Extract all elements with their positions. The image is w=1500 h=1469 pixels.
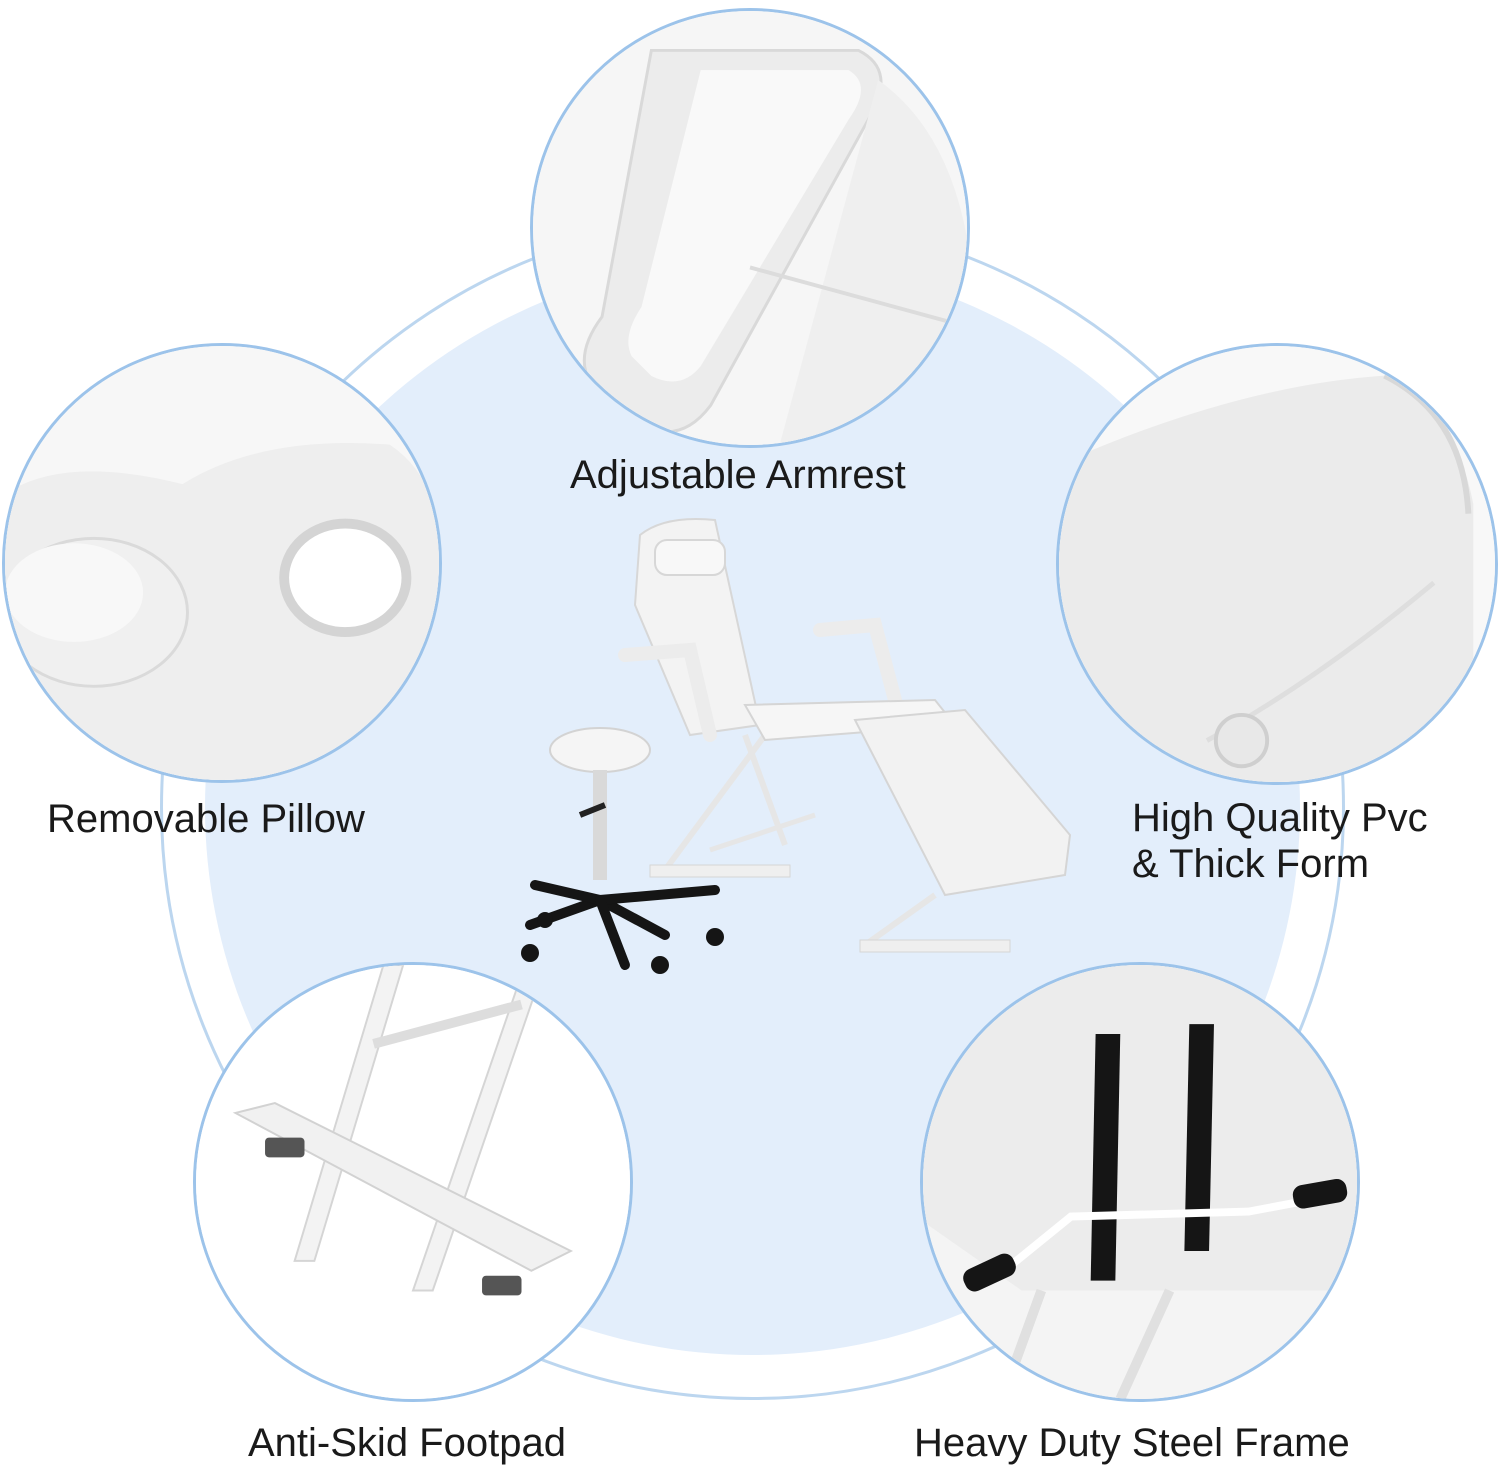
pillow-detail-image	[2, 343, 442, 783]
armrest-detail-image	[530, 8, 970, 448]
pvc-detail-image	[1056, 343, 1498, 785]
facial-bed-with-stool-image	[515, 505, 1075, 985]
label-anti-skid-footpad: Anti-Skid Footpad	[248, 1421, 566, 1465]
steel-frame-detail-image	[920, 962, 1360, 1402]
label-heavy-duty-steel-frame: Heavy Duty Steel Frame	[914, 1421, 1350, 1465]
label-removable-pillow: Removable Pillow	[47, 797, 365, 841]
footpad-detail-image	[193, 962, 633, 1402]
label-pvc-line1: High Quality Pvc	[1132, 796, 1428, 840]
label-adjustable-armrest: Adjustable Armrest	[570, 453, 906, 497]
label-pvc-line2: & Thick Form	[1132, 842, 1370, 886]
